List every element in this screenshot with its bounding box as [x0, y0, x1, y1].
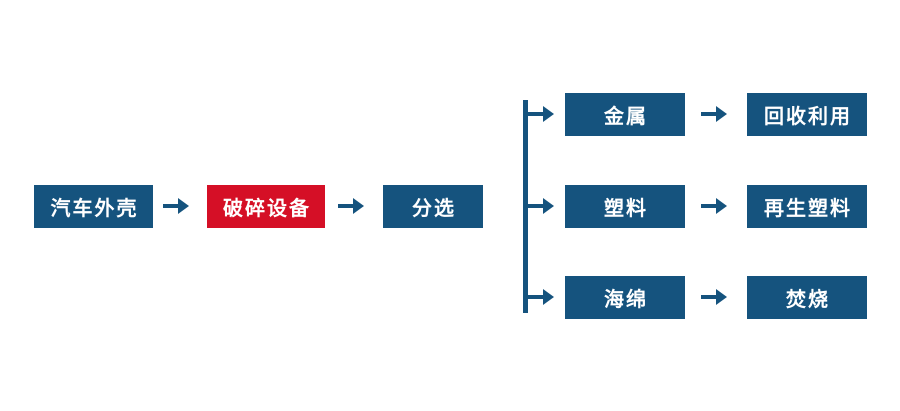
node-plastic: 塑料	[565, 185, 685, 228]
node-recycled-plastic: 再生塑料	[747, 185, 867, 228]
arrow-shaft	[701, 295, 716, 299]
arrow-shaft	[528, 295, 543, 299]
arrow-right-icon	[528, 289, 554, 305]
arrow-right-icon	[701, 289, 727, 305]
arrow-right-icon	[701, 198, 727, 214]
arrow-head	[716, 198, 727, 214]
node-incineration: 焚烧	[747, 276, 867, 319]
arrow-shaft	[528, 112, 543, 116]
arrow-right-icon	[701, 106, 727, 122]
arrow-shaft	[163, 204, 178, 208]
arrow-head	[543, 289, 554, 305]
node-crushing-equipment: 破碎设备	[207, 185, 325, 228]
arrow-head	[353, 198, 364, 214]
arrow-shaft	[528, 204, 543, 208]
arrow-shaft	[701, 112, 716, 116]
node-car-shell: 汽车外壳	[34, 185, 153, 228]
branch-connector-line	[523, 100, 528, 313]
arrow-right-icon	[528, 106, 554, 122]
node-recycling: 回收利用	[747, 93, 867, 136]
arrow-head	[716, 289, 727, 305]
node-metal: 金属	[565, 93, 685, 136]
arrow-right-icon	[163, 198, 189, 214]
arrow-shaft	[701, 204, 716, 208]
node-sorting: 分选	[383, 185, 483, 228]
arrow-head	[543, 198, 554, 214]
arrow-right-icon	[338, 198, 364, 214]
arrow-head	[178, 198, 189, 214]
arrow-head	[543, 106, 554, 122]
arrow-head	[716, 106, 727, 122]
arrow-right-icon	[528, 198, 554, 214]
node-sponge: 海绵	[565, 276, 685, 319]
arrow-shaft	[338, 204, 353, 208]
